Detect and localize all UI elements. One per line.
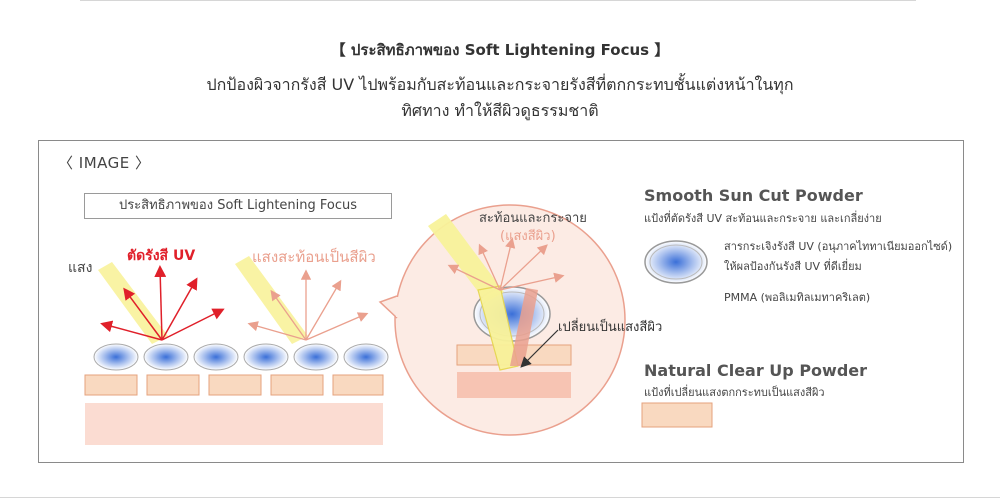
page-description: ปกป้องผิวจากรังสี UV ไปพร้อมกับสะท้อนและ… [0, 72, 1000, 124]
description-line-2: ทิศทาง ทำให้สีผิวดูธรรมชาติ [401, 101, 599, 120]
powder-particle [93, 343, 139, 371]
zoom-scatter-arrows [447, 237, 565, 291]
powder1-title: Smooth Sun Cut Powder [644, 186, 863, 205]
skin-tile [332, 374, 384, 396]
label-light: แสง [68, 260, 93, 276]
powder-particle [143, 343, 189, 371]
skin-base-layer [85, 403, 383, 445]
image-section-label: 〈 IMAGE 〉 [58, 154, 151, 172]
top-divider [80, 0, 916, 1]
label-cut-uv: ตัดรังสี UV [127, 248, 196, 264]
powder2-subtitle: แป้งที่เปลี่ยนแสงตกกระทบเป็นแสงสีผิว [644, 386, 825, 399]
description-line-1: ปกป้องผิวจากรังสี UV ไปพร้อมกับสะท้อนและ… [206, 75, 794, 94]
bottom-divider [0, 497, 1000, 498]
powder2-title: Natural Clear Up Powder [644, 361, 868, 380]
skin-tile [146, 374, 200, 396]
powder-particle [243, 343, 289, 371]
powder-particles [93, 343, 389, 371]
powder1-note-3: PMMA (พอลิเมทิลเมทาคริเลต) [724, 291, 871, 304]
skin-tile [84, 374, 138, 396]
zoom-skin-beam [510, 288, 538, 366]
skin-tiles [84, 374, 384, 396]
zoom-bubble-mask [396, 297, 400, 317]
legend-powder-ring [649, 244, 703, 280]
label-scatter: สะท้อนและกระจาย [479, 211, 587, 226]
legend-skin-tile [641, 402, 713, 428]
skin-tile [208, 374, 262, 396]
skin-reflect-arrows [247, 269, 369, 341]
figure-box-label: ประสิทธิภาพของ Soft Lightening Focus [84, 193, 392, 219]
powder-particle [293, 343, 339, 371]
skin-tile [270, 374, 324, 396]
zoom-pointer [378, 295, 398, 319]
powder1-note-1: สารกระเจิงรังสี UV (อนุภาคไททาเนียมออกไซ… [724, 240, 953, 253]
convert-pointer [520, 329, 559, 368]
zoom-powder-ring [479, 291, 545, 337]
powder1-note-2: ให้ผลป้องกันรังสี UV ที่ดีเยี่ยม [724, 260, 862, 273]
label-reflect-skin: แสงสะท้อนเป็นสีผิว [252, 248, 376, 266]
zoom-skin-base [457, 372, 571, 398]
uv-cut-arrows [100, 265, 225, 341]
powder-particle [193, 343, 239, 371]
label-scatter-sub: (แสงสีผิว) [500, 229, 556, 244]
label-convert: เปลี่ยนเป็นแสงสีผิว [558, 320, 663, 335]
zoom-light-beam [428, 214, 504, 302]
image-frame [38, 140, 964, 463]
page-title: 【 ประสิทธิภาพของ Soft Lightening Focus 】 [330, 41, 670, 59]
legend-powder-particle [644, 240, 708, 284]
powder1-subtitle: แป้งที่ตัดรังสี UV สะท้อนและกระจาย และเก… [644, 212, 882, 225]
powder-particle [343, 343, 389, 371]
